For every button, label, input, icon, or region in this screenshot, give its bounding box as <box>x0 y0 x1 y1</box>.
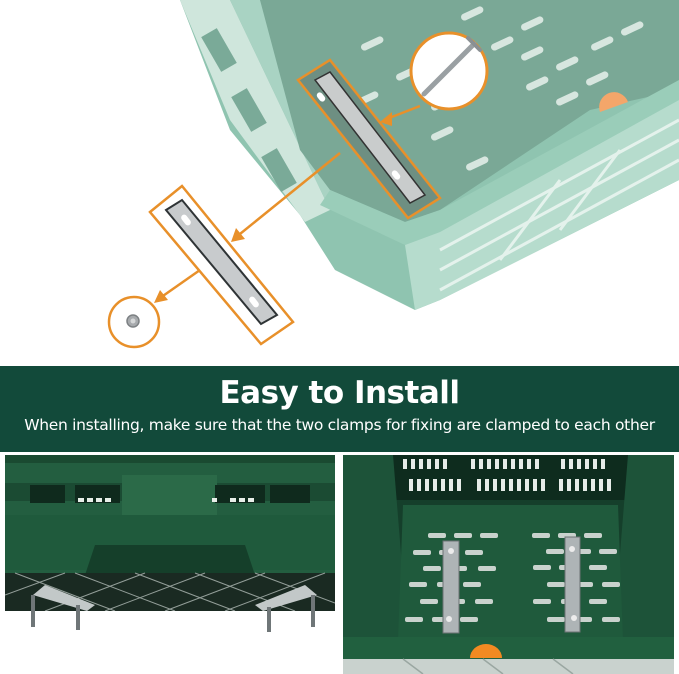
inside-photo <box>343 455 674 674</box>
banner-subtitle: When installing, make sure that the two … <box>24 416 655 434</box>
connector-arrow <box>231 152 341 242</box>
bolt-clamp-right <box>255 585 317 632</box>
latch-icon <box>470 644 502 658</box>
installed-clamp-callout <box>296 58 442 220</box>
bolt-clamp-left <box>31 585 95 630</box>
nut-callout <box>107 295 161 349</box>
screw-callout <box>380 31 489 126</box>
banner-title: Easy to Install <box>219 375 460 411</box>
detached-clamp-callout <box>148 184 295 346</box>
title-banner: Easy to Install When installing, make su… <box>0 366 679 452</box>
installed-clamp-left <box>442 540 460 634</box>
crate-illustration <box>107 0 679 349</box>
installed-clamp-right <box>564 536 581 633</box>
underside-photo <box>5 455 335 674</box>
latch-icon <box>599 92 628 112</box>
installation-diagram <box>107 0 679 349</box>
